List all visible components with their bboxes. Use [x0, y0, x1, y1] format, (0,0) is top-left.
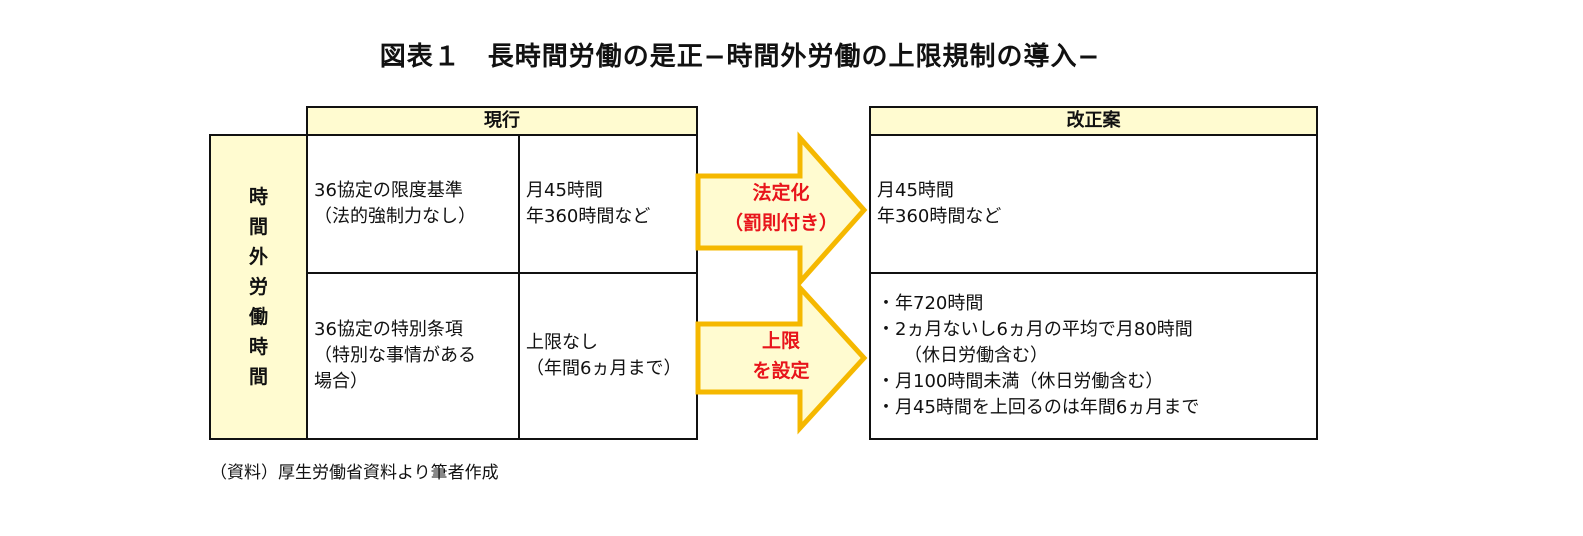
figure-title: 図表１ 長時間労働の是正−時間外労働の上限規制の導入−: [379, 42, 1101, 72]
bullet-line: ・月100時間未満（休日労働含む）: [877, 371, 1164, 392]
bullet-line: ・月45時間を上回るのは年間6ヵ月まで: [877, 397, 1200, 418]
current-value-cell: 上限なし （年間6ヵ月まで）: [518, 272, 698, 440]
bullet-line: ・2ヵ月ないし6ヵ月の平均で月80時間: [877, 319, 1193, 340]
row-header-char: 外: [248, 246, 268, 268]
arrow-icon: [695, 281, 868, 435]
current-header: 現行: [306, 106, 698, 136]
bullet-line: （休日労働含む）: [877, 345, 1048, 366]
text-line: を設定: [752, 360, 810, 382]
current-item-cell: 36協定の特別条項 （特別な事情がある 場合）: [306, 272, 520, 440]
text-line: 月45時間: [877, 180, 954, 201]
arrow-icon: [695, 131, 868, 289]
row-header-char: 働: [248, 306, 268, 328]
current-value-cell: 月45時間 年360時間など: [518, 134, 698, 274]
text-line: 36協定の特別条項: [314, 319, 463, 340]
text-line: （特別な事情がある: [314, 345, 476, 366]
proposal-cell: ・年720時間 ・2ヵ月ないし6ヵ月の平均で月80時間 （休日労働含む） ・月1…: [869, 272, 1318, 440]
arrow-label-set-cap: 上限 を設定: [706, 326, 856, 386]
proposal-header: 改正案: [869, 106, 1318, 136]
row-header-char: 間: [248, 216, 268, 238]
text-line: （法的強制力なし）: [314, 206, 476, 227]
text-line: 上限: [761, 330, 800, 352]
row-header-char: 時: [248, 186, 268, 208]
current-item-cell: 36協定の限度基準 （法的強制力なし）: [306, 134, 520, 274]
text-line: 月45時間: [526, 180, 603, 201]
text-line: 年360時間など: [526, 206, 651, 227]
source-note: （資料）厚生労働省資料より筆者作成: [210, 463, 499, 483]
arrows: [695, 131, 868, 435]
row-header-char: 時: [248, 336, 268, 358]
text-line: 法定化: [752, 182, 810, 204]
row-header-char: 間: [248, 366, 268, 388]
text-line: 36協定の限度基準: [314, 180, 463, 201]
text-line: 年360時間など: [877, 206, 1002, 227]
arrow-label-legalize: 法定化 （罰則付き）: [706, 178, 856, 238]
text-line: （罰則付き）: [723, 212, 838, 234]
text-line: （年間6ヵ月まで）: [526, 358, 682, 379]
row-header-overtime: 時 間 外 労 働 時 間: [209, 134, 308, 440]
text-line: 場合）: [314, 371, 368, 392]
row-header-char: 労: [248, 276, 268, 298]
proposal-cell: 月45時間 年360時間など: [869, 134, 1318, 274]
bullet-line: ・年720時間: [877, 293, 984, 314]
text-line: 上限なし: [526, 332, 598, 353]
